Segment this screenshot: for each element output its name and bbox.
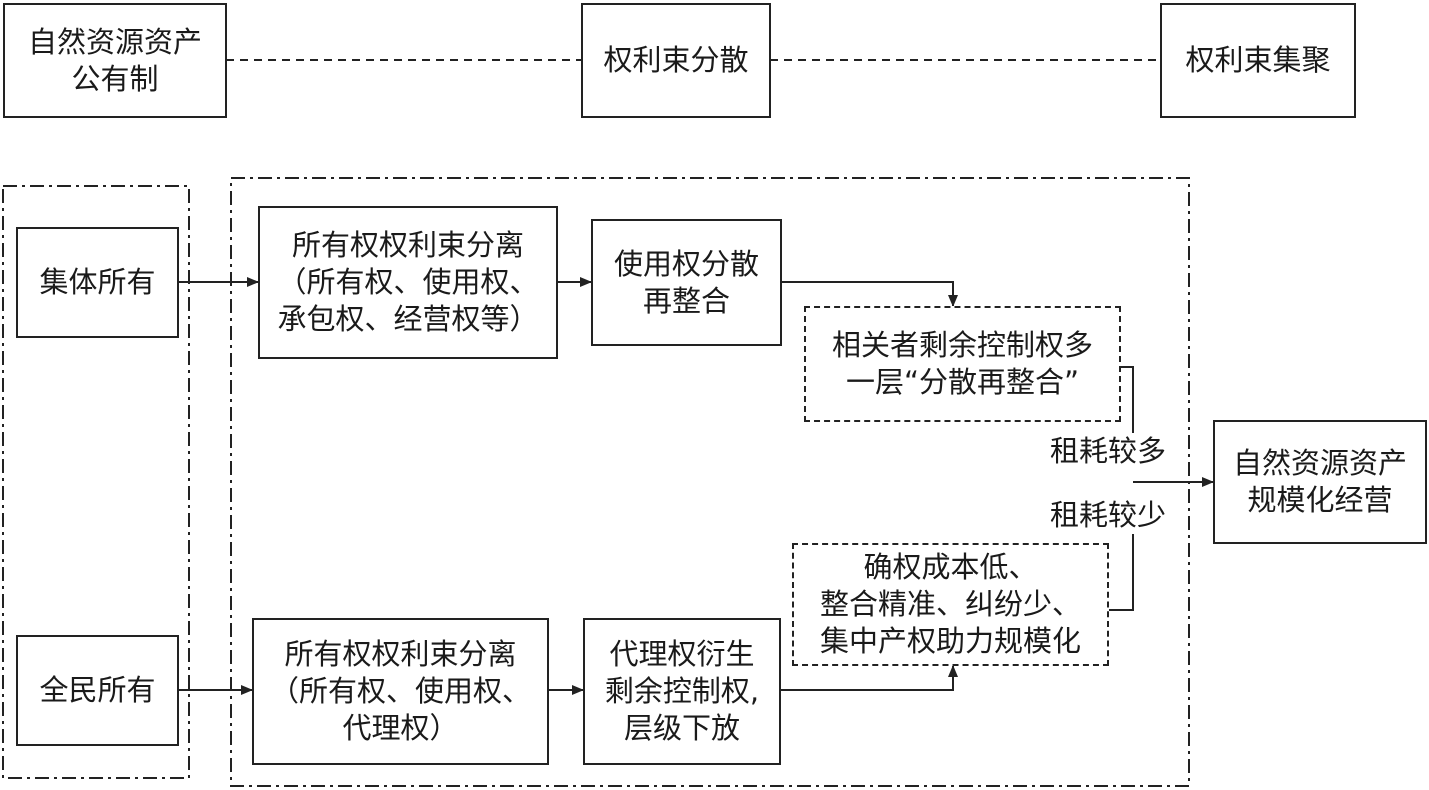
public-ownership-box: 自然资源资产 公有制 bbox=[3, 3, 227, 118]
box-line: 自然资源资产 bbox=[1232, 446, 1407, 480]
box-line: （所有权、使用权、 bbox=[269, 674, 531, 708]
bracket-upper bbox=[1121, 366, 1134, 450]
arrow-reintegration-to-extra-layer bbox=[782, 281, 958, 307]
box-line: 权利束分散 bbox=[603, 43, 749, 77]
collective-ownership-box: 集体所有 bbox=[16, 227, 179, 338]
box-line: 全民所有 bbox=[39, 673, 156, 707]
reintegration-box: 使用权分散 再整合 bbox=[591, 219, 782, 346]
box-line: 规模化经营 bbox=[1247, 483, 1393, 517]
upper-separation-box: 所有权权利束分离 （所有权、使用权、 承包权、经营权等） bbox=[258, 206, 558, 359]
rent-high-label: 租耗较多 bbox=[1050, 433, 1167, 470]
box-line: 代理权衍生 bbox=[609, 637, 755, 671]
box-line: 一层“分散再整合” bbox=[845, 365, 1080, 399]
box-line: （所有权、使用权、 bbox=[277, 265, 539, 299]
box-line: 剩余控制权, bbox=[604, 674, 760, 708]
box-line: 自然资源资产 bbox=[27, 24, 202, 59]
ownership-group-frame bbox=[2, 185, 190, 779]
arrow-agency-to-benefits bbox=[781, 665, 958, 691]
box-line: 所有权权利束分离 bbox=[284, 637, 517, 671]
box-line: 集体所有 bbox=[39, 265, 156, 299]
state-ownership-box: 全民所有 bbox=[16, 635, 179, 746]
lower-separation-box: 所有权权利束分离 （所有权、使用权、 代理权） bbox=[252, 618, 549, 765]
box-line: 整合精准、纠纷少、 bbox=[819, 587, 1081, 621]
box-line: 承包权、经营权等） bbox=[277, 302, 539, 336]
box-line: 权利束集聚 bbox=[1185, 43, 1331, 77]
box-line: 再整合 bbox=[642, 283, 730, 318]
rent-low-label: 租耗较少 bbox=[1050, 497, 1167, 534]
outcome-box: 自然资源资产 规模化经营 bbox=[1213, 420, 1427, 544]
box-line: 层级下放 bbox=[623, 711, 740, 745]
box-line: 相关者剩余控制权多 bbox=[831, 328, 1093, 362]
box-line: 使用权分散 bbox=[613, 246, 759, 281]
benefits-box: 确权成本低、 整合精准、纠纷少、 集中产权助力规模化 bbox=[792, 543, 1109, 666]
box-line: 集中产权助力规模化 bbox=[819, 624, 1081, 658]
box-line: 确权成本低、 bbox=[863, 550, 1038, 584]
dispersal-box: 权利束分散 bbox=[581, 3, 771, 118]
box-line: 公有制 bbox=[71, 61, 159, 96]
aggregation-box: 权利束集聚 bbox=[1160, 3, 1356, 118]
extra-layer-box: 相关者剩余控制权多 一层“分散再整合” bbox=[804, 306, 1121, 422]
bracket-lower bbox=[1109, 500, 1134, 611]
agency-box: 代理权衍生 剩余控制权, 层级下放 bbox=[583, 618, 781, 765]
box-line: 所有权权利束分离 bbox=[291, 228, 524, 262]
box-line: 代理权） bbox=[342, 711, 459, 745]
